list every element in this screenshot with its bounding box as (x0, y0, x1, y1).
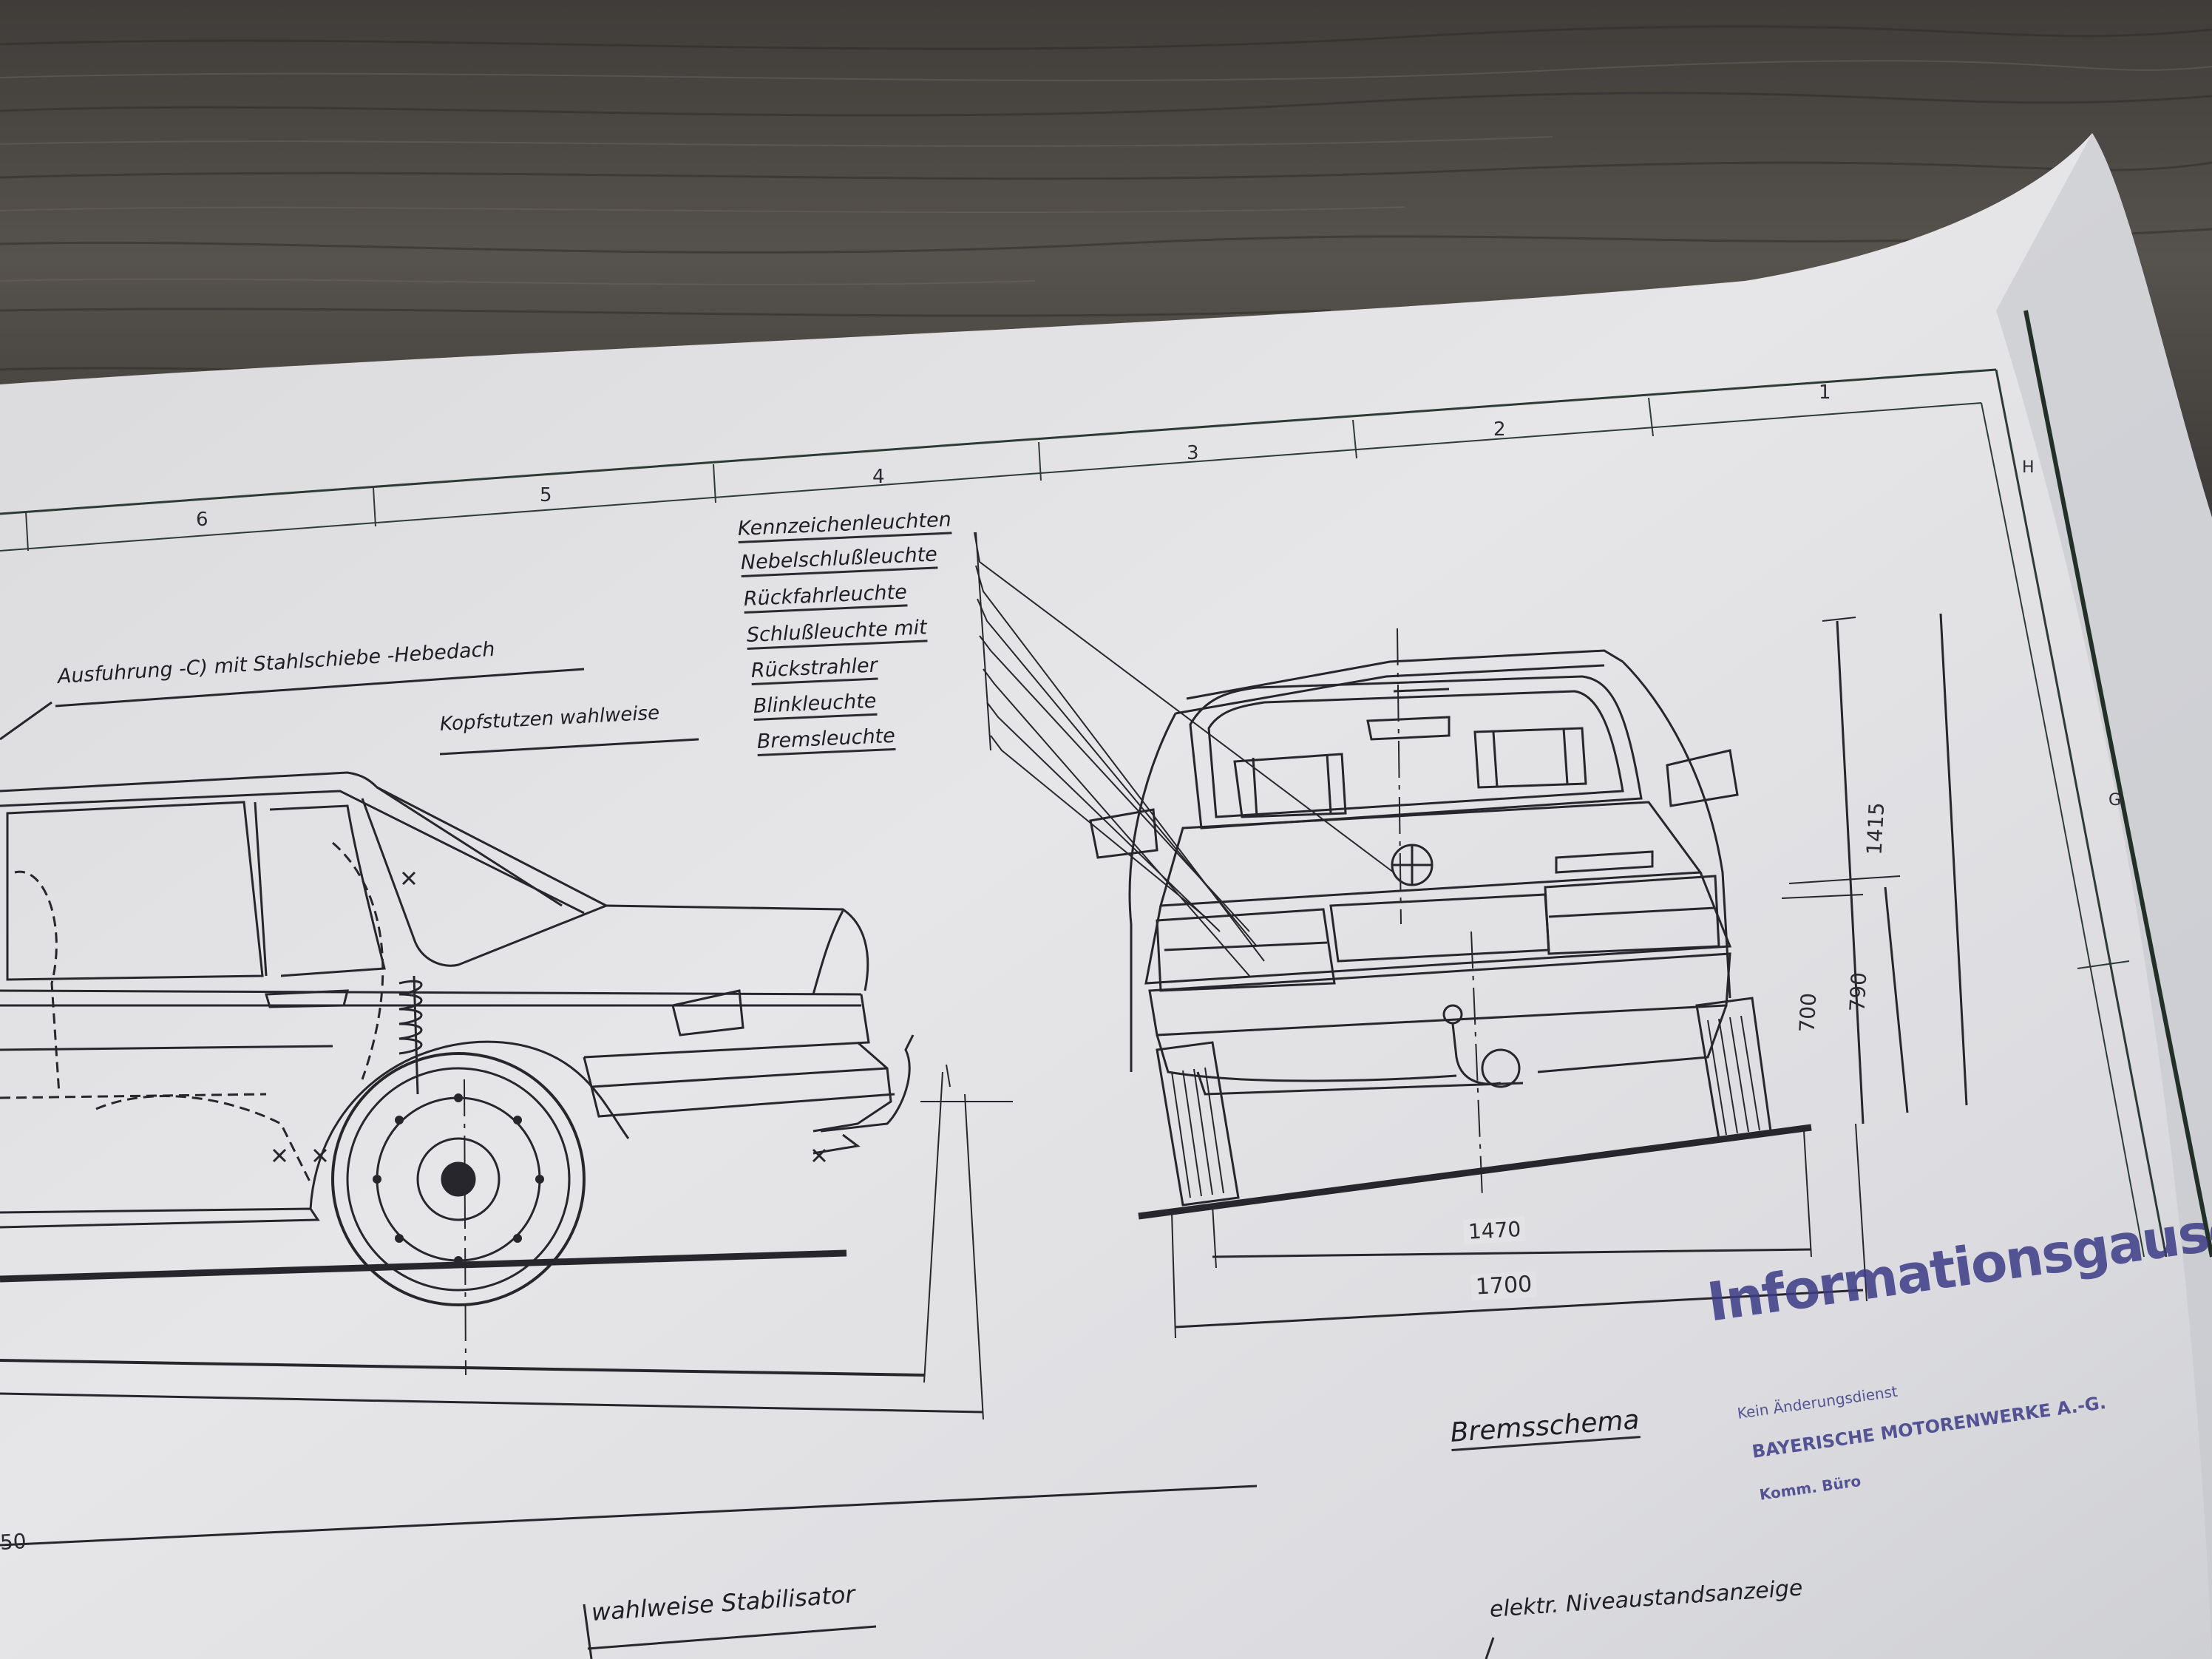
grid-zone-5: 5 (540, 484, 552, 506)
paper-sheet (0, 133, 2212, 1659)
label-rueckstrahler: Rückstrahler (750, 654, 878, 685)
grid-zone-1: 1 (1819, 381, 1831, 404)
dim-partial-50: 50 (0, 1529, 27, 1555)
grid-row-g: G (2108, 791, 2122, 810)
dim-700: 700 (1794, 992, 1822, 1034)
rear-view-car (1089, 649, 1772, 1207)
tyre-treads (1171, 1015, 1760, 1198)
wood-highlights (0, 60, 2212, 285)
side-view-car (0, 771, 915, 1306)
grid-row-h: H (2022, 458, 2035, 477)
grid-zone-3: 3 (1187, 442, 1199, 464)
label-underlines (0, 668, 1495, 1659)
leader-lines (974, 532, 1394, 977)
grid-zone-2: 2 (1493, 418, 1506, 441)
grid-zone-4: 4 (872, 466, 885, 488)
rear-view-dimensions (1138, 613, 1968, 1339)
dim-track-1470: 1470 (1463, 1216, 1527, 1244)
paper-shadow (1996, 133, 2212, 1659)
dim-790: 790 (1845, 971, 1872, 1013)
dim-width-1700: 1700 (1470, 1271, 1538, 1300)
label-blinkleuchte: Blinkleuchte (753, 689, 878, 721)
grid-zone-6: 6 (196, 509, 208, 531)
side-view-dimensions (0, 1064, 1258, 1547)
dim-height-1415: 1415 (1862, 801, 1890, 856)
